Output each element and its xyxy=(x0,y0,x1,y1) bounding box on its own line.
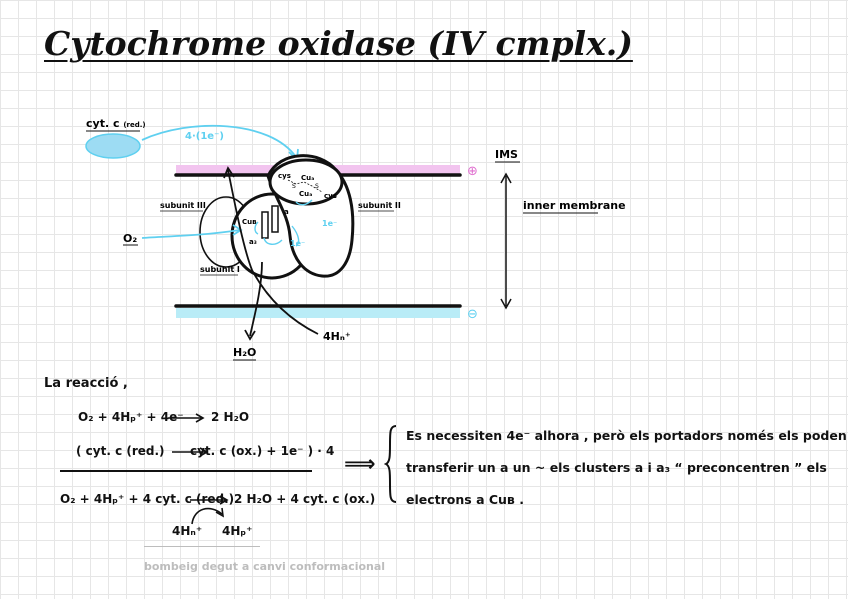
sum-line xyxy=(60,470,312,472)
explanation-brace xyxy=(384,425,397,503)
reaction-line-1-left: O₂ + 4Hₚ⁺ + 4e⁻ xyxy=(78,410,184,424)
heme-a3-bar xyxy=(261,211,269,239)
internal-electron-path-2 xyxy=(291,225,300,247)
electron-label: 4·(1e⁻) xyxy=(185,131,224,142)
reaction-line-1-arrow xyxy=(168,413,205,423)
s-right-label: S xyxy=(315,183,319,190)
a3-label: a₃ xyxy=(249,238,257,246)
explanation-line-3: electrons a Cuʙ . xyxy=(406,492,524,507)
h2o-arrow-head xyxy=(244,329,256,341)
o2-label: O₂ xyxy=(123,232,137,245)
explanation-line-1: Es necessiten 4e⁻ alhora , però els port… xyxy=(406,428,847,443)
reaction-line-3-arrow xyxy=(190,495,229,525)
pump-note: bombeig degut a canvi conformacional xyxy=(144,560,386,573)
cua-bottom-label: Cuₐ xyxy=(299,190,312,198)
internal-electron-path-1 xyxy=(295,199,313,206)
internal-electron-path-4 xyxy=(254,221,259,235)
reaction-line-3-left: O₂ + 4Hₚ⁺ + 4 cyt. c (red.) xyxy=(60,492,235,506)
electron-arrow xyxy=(141,124,297,158)
subunit-1-label: subunit I xyxy=(200,265,240,274)
pump-h-in: 4Hₙ⁺ xyxy=(172,524,203,538)
membrane-span-arrow-bottom xyxy=(500,298,512,310)
note-line xyxy=(144,546,260,547)
cys-right-label: cys xyxy=(324,192,337,200)
cub-label: Cuʙ xyxy=(242,218,257,226)
matrix-band xyxy=(176,308,460,318)
heme-a-bar xyxy=(271,205,279,233)
reaction-line-2-left: ( cyt. c (red.) xyxy=(76,444,165,458)
pump-h-p: 4Hₚ⁺ xyxy=(222,524,253,538)
proton-arrow-head xyxy=(223,166,235,179)
inner-membrane-label: inner membrane xyxy=(523,199,626,212)
reaction-line-2-right: cyt. c (ox.) + 1e⁻ ) · 4 xyxy=(190,444,335,458)
subunit-2-label: subunit II xyxy=(358,201,401,210)
cua-top-label: Cuₐ xyxy=(301,174,314,182)
reaction-line-2-arrow xyxy=(172,447,209,457)
explanation-line-2: transferir un a un ~ els clusters a i a₃… xyxy=(406,460,827,475)
e-right-label: 1e⁻ xyxy=(322,219,337,228)
h-in-label: 4Hₙ⁺ xyxy=(323,330,351,343)
cytc-blob xyxy=(85,133,141,159)
page-title: Cytochrome oxidase (IV cmplx.) xyxy=(44,24,633,63)
reaction-heading: La reacció , xyxy=(44,376,128,391)
minus-marker: ⊖ xyxy=(467,307,478,322)
reaction-line-3-right: 2 H₂O + 4 cyt. c (ox.) xyxy=(234,492,376,506)
a-label: a xyxy=(284,208,289,216)
plus-marker: ⊕ xyxy=(467,164,478,179)
internal-electron-path-3 xyxy=(263,237,283,245)
membrane-span-arrow-top xyxy=(500,172,512,184)
reaction-line-1-right: 2 H₂O xyxy=(211,410,250,424)
implies-arrow: ⟹ xyxy=(344,452,376,477)
e-low-label: 1e⁻ xyxy=(290,239,305,248)
subunit-3-label: subunit III xyxy=(160,201,206,210)
h2o-arrow xyxy=(249,261,263,337)
o2-arrow xyxy=(141,229,241,239)
s-left-label: S xyxy=(292,183,296,190)
ims-label: IMS xyxy=(495,148,518,161)
cytc-label: cyt. c (red.) xyxy=(86,117,146,130)
h2o-label: H₂O xyxy=(233,346,256,359)
cys-left-label: cys xyxy=(278,172,291,180)
proton-path xyxy=(227,169,319,335)
